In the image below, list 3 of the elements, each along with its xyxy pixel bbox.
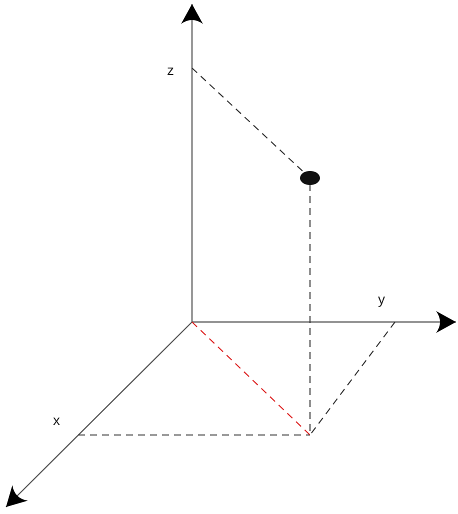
- axis-label: x: [53, 413, 60, 427]
- axis-label: z: [167, 63, 174, 77]
- axis-label: y: [378, 292, 385, 306]
